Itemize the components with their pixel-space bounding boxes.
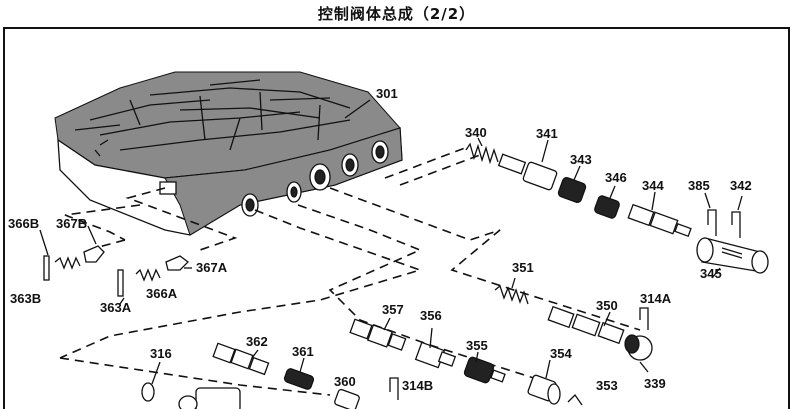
plug-339 [624, 334, 653, 361]
label-356: 356 [420, 308, 442, 323]
sleeve-346 [594, 195, 620, 219]
label-339: 339 [644, 376, 666, 391]
leader-301 [344, 99, 371, 119]
pin-363A [117, 269, 124, 297]
clip-314B [389, 377, 399, 400]
pin-363B [43, 255, 50, 281]
valve-367A [165, 255, 189, 271]
clip-353 [567, 393, 583, 406]
label-367A: 367A [196, 260, 228, 275]
spring-366A [135, 268, 161, 282]
valve-367B [83, 245, 105, 263]
label-301: 301 [376, 86, 398, 101]
label-354: 354 [550, 346, 572, 361]
label-360: 360 [334, 374, 356, 389]
valve-355 [463, 356, 506, 384]
label-350: 350 [596, 298, 618, 313]
valve-341 [497, 153, 558, 191]
bushing-345 [696, 237, 769, 274]
label-363B: 363B [10, 291, 41, 306]
spring-340 [465, 142, 499, 165]
label-366A: 366A [146, 286, 178, 301]
label-314A: 314A [640, 291, 672, 306]
label-345: 345 [700, 266, 722, 281]
label-357: 357 [382, 302, 404, 317]
spring-366B [54, 256, 81, 270]
label-343: 343 [570, 152, 592, 167]
label-361: 361 [292, 344, 314, 359]
label-316: 316 [150, 346, 172, 361]
solenoid-bottom [178, 387, 241, 409]
valve-362 [212, 342, 270, 376]
valve-344 [627, 203, 692, 237]
clip-342 [731, 211, 741, 238]
label-342: 342 [730, 178, 752, 193]
label-346: 346 [605, 170, 627, 185]
label-363A: 363A [100, 300, 132, 315]
diagram-title: 控制阀体总成（2/2） [317, 5, 476, 23]
plug-360 [334, 388, 360, 409]
sleeve-343 [557, 177, 587, 203]
label-362: 362 [246, 334, 268, 349]
label-367B: 367B [56, 216, 87, 231]
label-353: 353 [596, 378, 618, 393]
valve-357 [349, 318, 407, 351]
label-344: 344 [642, 178, 664, 193]
clip-385 [707, 209, 717, 236]
clip-314A [639, 307, 649, 330]
part-labels: 301 340 341 343 346 344 385 342 345 351 … [8, 86, 752, 393]
spring-361 [283, 368, 315, 390]
spring-316-ring [141, 382, 155, 402]
label-341: 341 [536, 126, 558, 141]
label-340: 340 [465, 125, 487, 140]
label-314B: 314B [402, 378, 433, 393]
valve-body-301 [54, 71, 403, 236]
label-385: 385 [688, 178, 710, 193]
label-366B: 366B [8, 216, 39, 231]
spring-351 [494, 284, 529, 305]
diagram-frame [3, 27, 790, 409]
label-351: 351 [512, 260, 534, 275]
valve-356 [414, 341, 457, 369]
valve-350 [547, 305, 625, 345]
plug-354 [527, 374, 561, 405]
label-355: 355 [466, 338, 488, 353]
